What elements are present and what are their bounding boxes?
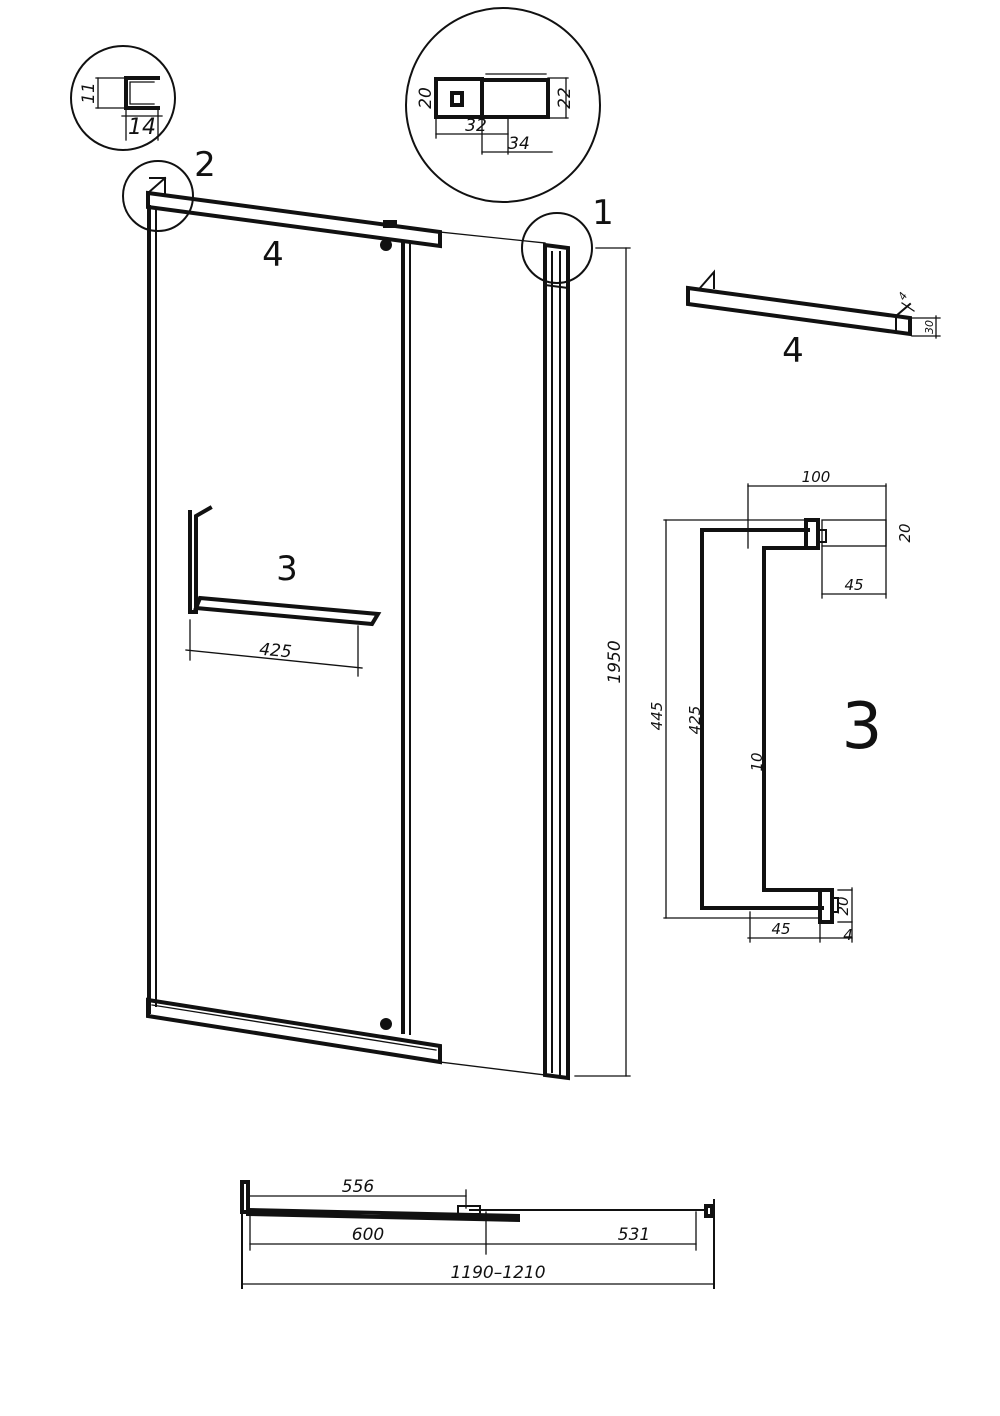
bottom-hinge (380, 1018, 392, 1030)
detail-circle-2 (70, 45, 176, 151)
dim-handle-bar-thickness: 10 (748, 752, 766, 771)
dim-plan-total-range: 1190–1210 (450, 1263, 545, 1283)
door-elevation: 425 1950 2 1 4 3 (122, 145, 631, 1081)
dim-towel-bar-b: 30 (923, 320, 936, 334)
dim-handle-overall-length: 445 (648, 702, 666, 731)
callout-1: 1 (592, 193, 614, 233)
dim-profile-1-inner-width: 32 (465, 116, 487, 136)
dim-handle-top-block-width: 45 (844, 576, 863, 594)
dim-towel-bar-a: 4 (896, 290, 911, 303)
wall-profile (434, 77, 484, 119)
callout-2: 2 (194, 145, 216, 185)
dim-profile-1-left-height: 20 (416, 87, 436, 109)
dim-handle-bottom-depth: 45 (771, 920, 790, 938)
dim-door-height: 1950 (605, 640, 625, 683)
dim-plan-door-opening: 556 (342, 1177, 375, 1197)
handle-3-detail: 100 20 45 445 425 10 45 20 4 3 (648, 468, 914, 944)
detail-profile-1: 20 22 32 34 (405, 7, 601, 203)
dim-handle-inner-length: 425 (686, 706, 704, 735)
wall-profile-extension (480, 78, 550, 119)
detail-profile-2: 11 14 (70, 45, 176, 151)
dim-handle-bottom-block-height: 20 (834, 896, 852, 915)
fixed-panel-post (543, 242, 570, 1081)
top-rail (146, 190, 442, 249)
detail-circle-1 (405, 7, 601, 203)
towel-bar-4-detail: 4 30 4 (686, 269, 941, 371)
handle-vertical (188, 505, 213, 614)
callout-3-detail: 3 (842, 690, 883, 764)
callout-circle-1 (521, 212, 593, 284)
dim-profile-1-outer-width: 34 (508, 134, 530, 154)
handle-outer-profile (700, 528, 824, 910)
callout-3-main: 3 (276, 549, 298, 589)
towel-bar (686, 285, 912, 337)
dim-handle-span: 425 (258, 640, 292, 663)
dim-line-handle (185, 649, 363, 669)
dim-profile-2-height: 11 (79, 82, 99, 104)
handle-inner-profile (762, 546, 824, 892)
channel-profile-small (124, 76, 160, 110)
dim-profile-2-width: 14 (128, 115, 156, 140)
handle-horizontal (193, 595, 382, 627)
top-hinge (380, 239, 392, 251)
callout-4-main: 4 (262, 235, 284, 275)
dim-handle-plate-thickness: 4 (843, 926, 853, 944)
bottom-rail (146, 997, 442, 1065)
dim-handle-top-block-height: 20 (896, 523, 914, 542)
dim-plan-fixed-panel: 531 (618, 1225, 650, 1245)
dim-profile-1-right-height: 22 (555, 87, 575, 109)
dim-handle-top-depth: 100 (802, 468, 831, 486)
plan-view: 556 600 531 1190–1210 (240, 1177, 715, 1289)
callout-4-detail: 4 (782, 331, 804, 371)
dim-plan-door-panel: 600 (352, 1225, 384, 1245)
callout-circle-2 (122, 160, 194, 232)
plan-door-panel (246, 1207, 520, 1223)
